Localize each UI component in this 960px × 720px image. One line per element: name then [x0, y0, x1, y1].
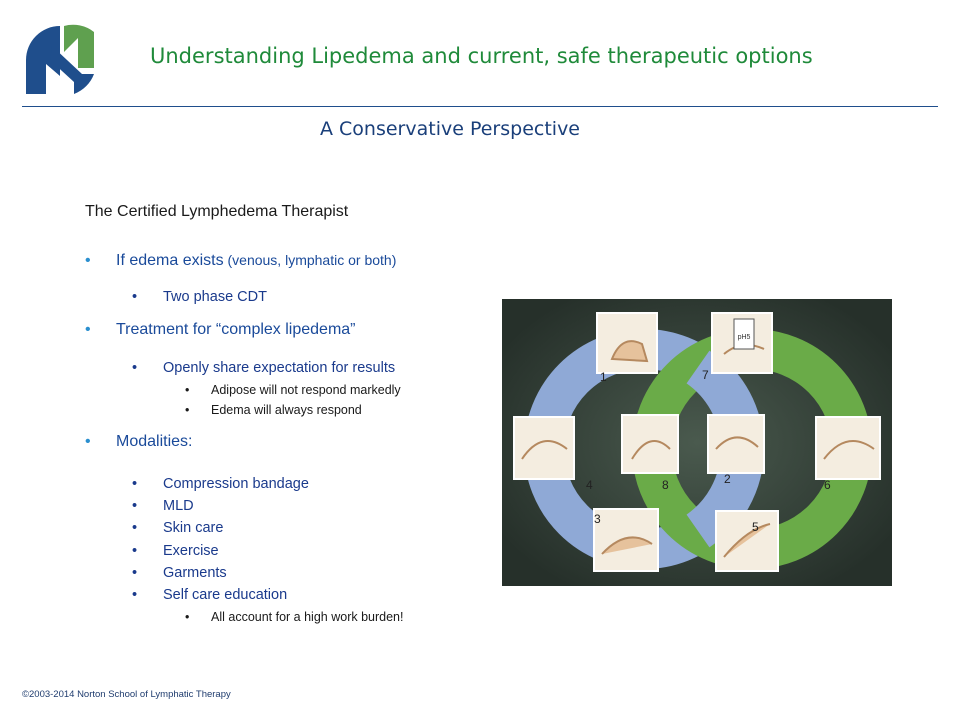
- garment-sketch: [723, 523, 771, 558]
- bullet-icon: •: [132, 476, 138, 492]
- list-item-text: Modalities:: [116, 433, 193, 450]
- page-title: Understanding Lipedema and current, safe…: [150, 44, 813, 68]
- knee-sketch: [823, 440, 875, 460]
- list-item-text: All account for a high work burden!: [211, 610, 404, 624]
- cdt-phases-illustration: pH5 1 2 3 4 5 6 7 8: [502, 299, 892, 586]
- list-item-text: MLD: [163, 498, 194, 514]
- list-item-text: Garments: [163, 565, 227, 581]
- bullet-icon: •: [132, 543, 138, 559]
- panel-4: [513, 416, 575, 480]
- massage-sketch-a: [631, 440, 671, 460]
- phase-number: 8: [662, 478, 669, 492]
- leg-sketch: [521, 440, 568, 460]
- massage-sketch-b: [715, 436, 759, 450]
- bullet-icon: •: [85, 433, 91, 450]
- norton-school-logo-icon: [26, 24, 94, 94]
- panel-5: [715, 510, 779, 572]
- list-item-note: (venous, lymphatic or both): [223, 252, 397, 268]
- list-item-text: Openly share expectation for results: [163, 360, 396, 376]
- copyright-footer: ©2003-2014 Norton School of Lymphatic Th…: [22, 689, 231, 700]
- bullet-icon: •: [132, 520, 138, 536]
- panel-6: [815, 416, 881, 480]
- bullet-icon: •: [185, 383, 190, 397]
- bandage-sketch: [601, 536, 653, 555]
- bullet-icon: •: [85, 252, 91, 269]
- phase-number: 6: [824, 478, 831, 492]
- title-divider: [22, 106, 938, 107]
- panel-3: [593, 508, 659, 572]
- page-subtitle: A Conservative Perspective: [320, 118, 580, 140]
- bullet-icon: •: [185, 403, 190, 417]
- phase-number: 3: [594, 512, 601, 526]
- phase-number: 7: [702, 368, 709, 382]
- list-item-text: If edema exists: [116, 252, 224, 269]
- list-item-text: Self care education: [163, 587, 288, 603]
- list-item-text: Edema will always respond: [211, 403, 362, 417]
- bullet-icon: •: [132, 289, 138, 305]
- bullet-icon: •: [132, 360, 138, 376]
- bullet-icon: •: [132, 498, 138, 514]
- phase-number: 5: [752, 520, 759, 534]
- bullet-icon: •: [132, 587, 138, 603]
- phase-number: 2: [724, 472, 731, 486]
- ph-box-icon: [733, 318, 755, 350]
- bullet-icon: •: [132, 565, 138, 581]
- list-item-text: Exercise: [163, 543, 219, 559]
- bullet-icon: •: [85, 321, 91, 338]
- phase-number: 4: [586, 478, 593, 492]
- list-item-text: Compression bandage: [163, 476, 309, 492]
- foot-sketch: [610, 340, 649, 363]
- phase-number: 1: [600, 370, 607, 384]
- ph-box-label: pH5: [738, 334, 751, 341]
- list-item-text: Treatment for “complex lipedema”: [116, 321, 356, 338]
- list-item-text: Skin care: [163, 520, 224, 536]
- panel-8: [621, 414, 679, 474]
- list-item-text: Two phase CDT: [163, 289, 267, 305]
- section-heading: The Certified Lymphedema Therapist: [85, 203, 349, 220]
- list-item-text: Adipose will not respond markedly: [211, 383, 401, 397]
- bullet-icon: •: [185, 610, 190, 624]
